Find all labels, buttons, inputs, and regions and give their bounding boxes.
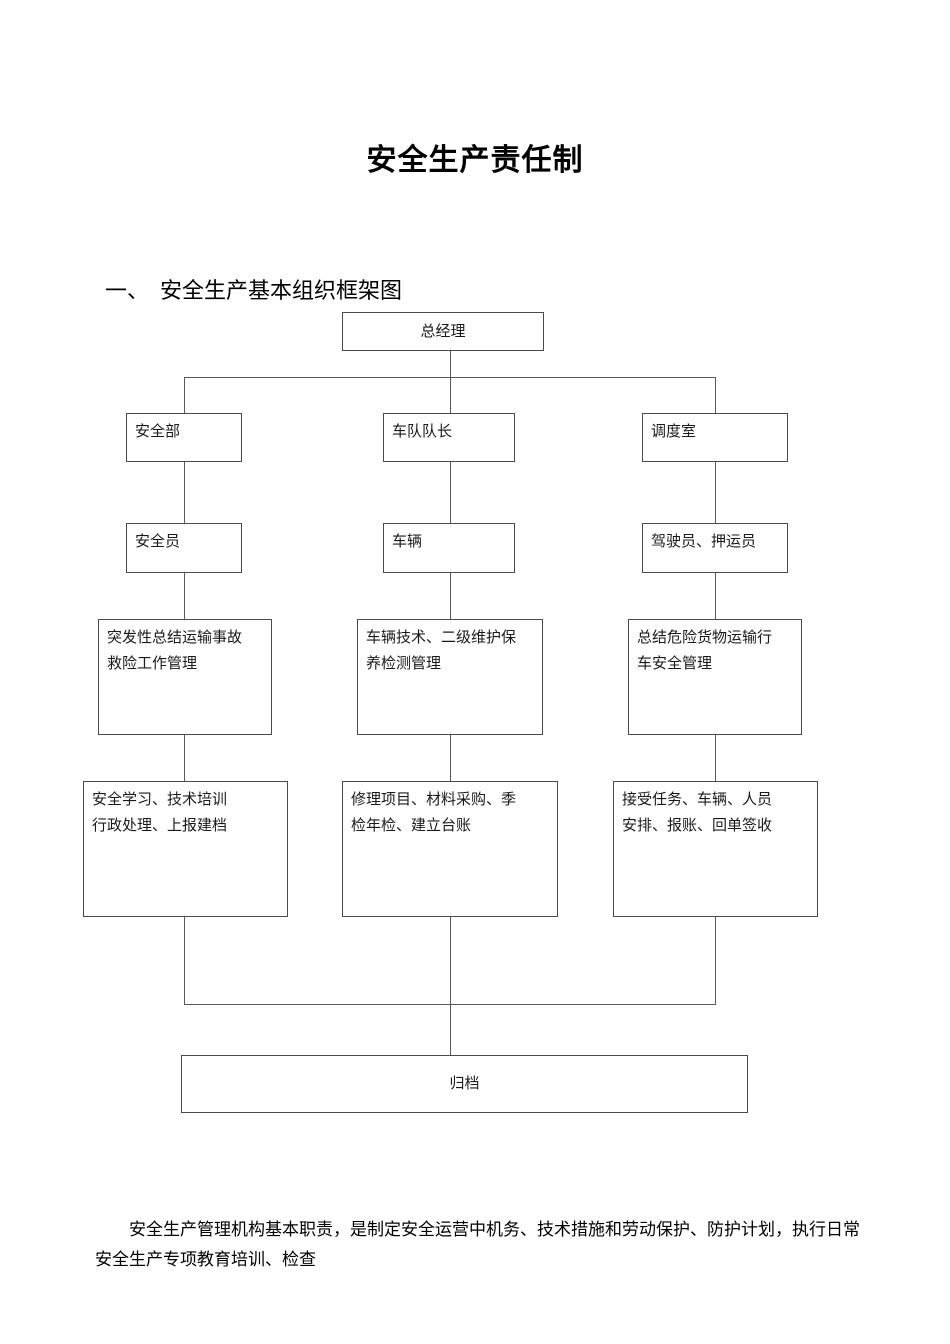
org-node-col2-level3-label: 车辆 [392,534,423,550]
connector-col2-l5-merge [450,917,451,1005]
org-node-col3-level2-label: 调度室 [651,424,697,440]
org-node-col3-level5[interactable]: 接受任务、车辆、人员 安排、报账、回单签收 [613,781,818,917]
org-node-col1-level5[interactable]: 安全学习、技术培训 行政处理、上报建档 [83,781,288,917]
org-node-terminal-label: 归档 [449,1076,480,1092]
connector-root-trunk [450,351,451,378]
connector-col3-l3-l4 [715,573,716,619]
org-node-root-label: 总经理 [420,323,466,340]
page-title: 安全生产责任制 [366,144,584,177]
org-node-col3-level4-label: 总结危险货物运输行 车安全管理 [637,630,773,672]
connector-col2-l4-l5 [450,735,451,781]
connector-col2-l3-l4 [450,573,451,619]
org-node-terminal[interactable]: 归档 [181,1055,748,1113]
connector-col3-l2-l3 [715,462,716,523]
connector-branch-drop-col2 [450,377,451,413]
connector-col2-l2-l3 [450,462,451,523]
org-node-col1-level4[interactable]: 突发性总结运输事故 救险工作管理 [98,619,272,735]
org-node-col2-level2-label: 车队队长 [392,424,453,440]
org-node-col2-level2[interactable]: 车队队长 [383,413,515,462]
org-node-col2-level4[interactable]: 车辆技术、二级维护保 养检测管理 [357,619,543,735]
connector-branch-drop-col1 [184,377,185,413]
connector-branch-bar [184,377,715,378]
org-node-col2-level5[interactable]: 修理项目、材料采购、季 检年检、建立台账 [342,781,558,917]
org-node-col1-level4-label: 突发性总结运输事故 救险工作管理 [107,630,243,672]
org-node-col3-level4[interactable]: 总结危险货物运输行 车安全管理 [628,619,802,735]
org-node-col3-level2[interactable]: 调度室 [642,413,788,462]
org-node-col2-level3[interactable]: 车辆 [383,523,515,573]
connector-col1-l4-l5 [184,735,185,781]
section-heading-org-chart: 一、 安全生产基本组织框架图 [105,278,403,303]
footer-paragraph-line-1: 安全生产管理机构基本职责，是制定安全运营中机务、技术措施和劳动保护、防护计 [129,1220,758,1239]
org-node-root[interactable]: 总经理 [342,312,544,351]
org-node-col1-level3[interactable]: 安全员 [126,523,242,573]
org-node-col2-level5-label: 修理项目、材料采购、季 检年检、建立台账 [351,792,517,834]
connector-col1-l2-l3 [184,462,185,523]
connector-col3-l4-l5 [715,735,716,781]
org-node-col1-level2[interactable]: 安全部 [126,413,242,462]
org-node-col3-level3-label: 驾驶员、押运员 [651,534,757,550]
connector-col1-l3-l4 [184,573,185,619]
org-node-col3-level3[interactable]: 驾驶员、押运员 [642,523,788,573]
org-node-col1-level3-label: 安全员 [135,534,181,550]
footer-paragraph: 安全生产管理机构基本职责，是制定安全运营中机务、技术措施和劳动保护、防护计划，执… [95,1215,860,1275]
org-node-col2-level4-label: 车辆技术、二级维护保 养检测管理 [366,630,517,672]
org-node-col3-level5-label: 接受任务、车辆、人员 安排、报账、回单签收 [622,792,773,834]
connector-branch-drop-col3 [715,377,716,413]
connector-col1-l5-merge [184,917,185,1005]
connector-col3-l5-merge [715,917,716,1005]
org-node-col1-level5-label: 安全学习、技术培训 行政处理、上报建档 [92,792,228,834]
footer-paragraph-line-2: 划，执行日常安全生产专项教育培训、检查 [95,1220,860,1269]
org-node-col1-level2-label: 安全部 [135,424,181,440]
connector-merge-to-terminal [450,1004,451,1055]
